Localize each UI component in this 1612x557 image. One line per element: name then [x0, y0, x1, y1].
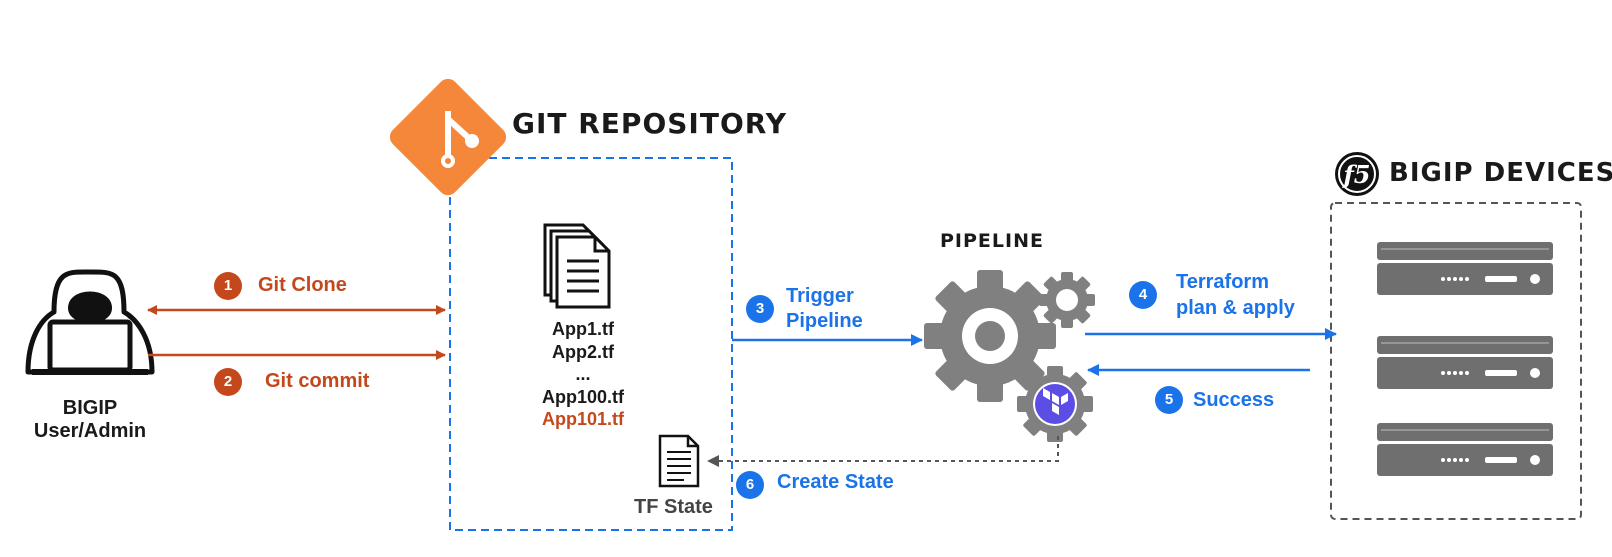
user-label-line1: BIGIP: [62, 397, 118, 419]
server-icon-1: [1377, 242, 1553, 295]
repo-file-list: App1.tf App2.tf ... App100.tf App101.tf: [527, 318, 639, 431]
step-4-badge: 4: [1129, 281, 1157, 309]
server-icon-3: [1377, 423, 1553, 476]
step-5-label: Success: [1193, 389, 1275, 411]
step-3-label-line2: Pipeline: [786, 310, 863, 332]
user-label-line2: User/Admin: [33, 420, 147, 442]
server-icon-2: [1377, 336, 1553, 389]
f5-logo-text: f5: [1341, 160, 1370, 189]
large-gear-icon: [924, 270, 1056, 402]
step-6-badge: 6: [736, 471, 764, 499]
tf-state-doc-icon: [658, 434, 700, 488]
git-repo-box: [449, 157, 733, 531]
step-2-badge: 2: [214, 368, 242, 396]
step-3-label-line1: Trigger: [786, 285, 854, 307]
terraform-gear-icon: [1017, 366, 1093, 442]
repo-file: ...: [575, 364, 591, 384]
bigip-devices-title: BIGIP DEVICES: [1389, 158, 1612, 188]
step-1-badge: 1: [214, 272, 242, 300]
git-repo-title: GIT REPOSITORY: [512, 107, 788, 140]
repo-file-new: App101.tf: [541, 409, 624, 429]
step-3-badge: 3: [746, 295, 774, 323]
pipeline-title: PIPELINE: [940, 230, 1044, 252]
step-5-badge: 5: [1155, 386, 1183, 414]
user-admin-icon: [25, 269, 155, 375]
small-gear-icon: [1039, 272, 1095, 328]
step-4-label-line1: Terraform: [1176, 271, 1269, 293]
repo-file: App100.tf: [541, 386, 624, 407]
repo-file: App2.tf: [552, 341, 614, 362]
step-1-label: Git Clone: [258, 274, 347, 296]
git-logo-icon: [389, 78, 507, 196]
step-6-label: Create State: [777, 471, 894, 493]
create-state-arrow: [707, 436, 1059, 467]
f5-logo-icon: f5: [1335, 152, 1379, 196]
bigip-devices-box: [1330, 202, 1582, 520]
step-4-label-line2: plan & apply: [1176, 297, 1295, 319]
user-label: BIGIP User/Admin: [30, 397, 150, 443]
tf-state-label: TF State: [634, 496, 713, 518]
step-4-label: Terraform plan & apply: [1176, 269, 1295, 321]
documents-icon: [543, 223, 611, 309]
step-3-label: Trigger Pipeline: [786, 284, 863, 334]
step-2-label: Git commit: [265, 370, 370, 392]
repo-file: App1.tf: [552, 319, 614, 339]
